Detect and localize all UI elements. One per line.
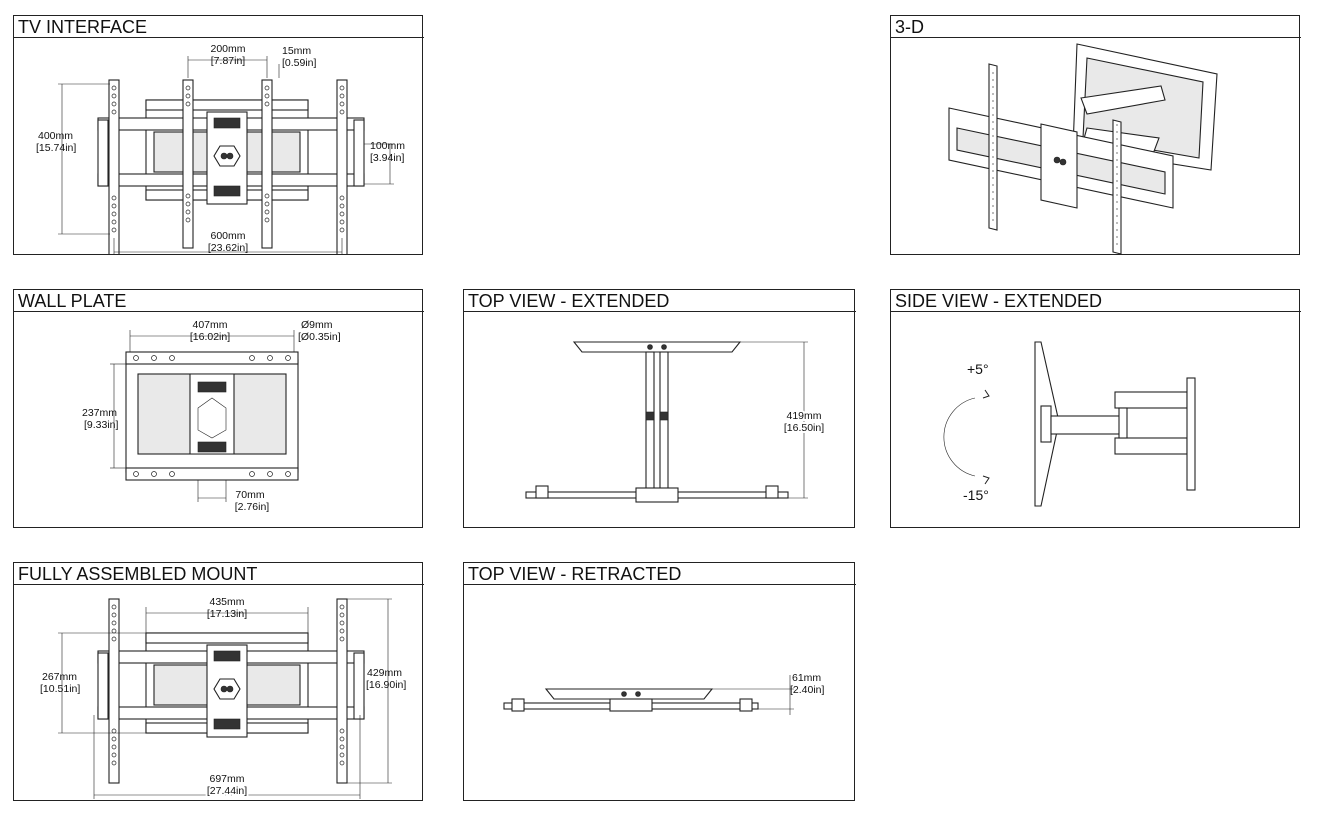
bracket-right	[765, 485, 779, 499]
panel-title: TV INTERFACE	[14, 16, 424, 38]
arm-side	[1050, 415, 1124, 435]
panel-title: TOP VIEW - RETRACTED	[464, 563, 856, 585]
dim-height-mm: 237mm	[82, 407, 117, 419]
dim-slot-in: [2.76in]	[235, 501, 270, 513]
tv-interface-drawing: 200mm [7.87in] 15mm [0.59in] 400mm [15.7…	[36, 43, 405, 254]
panel-side-view-extended: SIDE VIEW - EXTENDED +5° -15°	[890, 289, 1301, 528]
top-extended-drawing: 419mm [16.50in]	[525, 341, 826, 503]
panel-3d: 3-D	[890, 15, 1301, 255]
dim-hole-mm: Ø9mm	[301, 319, 333, 331]
panel-wall-plate: WALL PLATE 407mm [16.02in] Ø9mm [Ø0.35in…	[13, 289, 424, 528]
tilt-arc	[943, 397, 976, 477]
panel-top-view-extended: TOP VIEW - EXTENDED 419mm [16.50in]	[463, 289, 856, 528]
wall-plate-top-flange	[125, 351, 299, 365]
dim-width-in: [17.13in]	[207, 608, 247, 620]
hub	[609, 698, 653, 712]
dim-tall-mm: 429mm	[367, 667, 402, 679]
vertical-bracket	[336, 79, 348, 254]
vertical-bracket	[108, 598, 120, 784]
dim-total-in: [23.62in]	[208, 242, 248, 254]
hub-slot-bottom	[213, 185, 241, 197]
dim-depth-mm: 419mm	[786, 410, 821, 422]
panel-title: SIDE VIEW - EXTENDED	[891, 290, 1301, 312]
3d-center-hub	[1040, 123, 1078, 209]
dim-width-mm: 200mm	[210, 43, 245, 55]
panel-title: FULLY ASSEMBLED MOUNT	[14, 563, 424, 585]
vertical-bracket	[261, 79, 273, 249]
wall-plate-drawing: 407mm [16.02in] Ø9mm [Ø0.35in] 237mm [9.…	[82, 319, 341, 513]
wall-plate-top	[572, 341, 742, 353]
3d-drawing	[948, 43, 1218, 254]
arrow-up	[982, 389, 990, 399]
dim-width-in: [16.02in]	[190, 331, 230, 343]
dim-depth-in: [2.40in]	[790, 684, 825, 696]
dim-width-in: [7.87in]	[211, 55, 246, 67]
rail-end-left	[97, 119, 109, 187]
hub	[635, 487, 679, 503]
dim-depth-in: [16.50in]	[784, 422, 824, 434]
hub-bolt	[226, 152, 234, 160]
panel-title: WALL PLATE	[14, 290, 424, 312]
dim-tall-in: [16.90in]	[366, 679, 406, 691]
vertical-bracket	[182, 79, 194, 249]
slot-upper	[197, 381, 227, 393]
dim-gap-in: [0.59in]	[282, 57, 317, 69]
dim-height-in: [9.33in]	[84, 419, 119, 431]
dim-height-in: [15.74in]	[36, 142, 76, 154]
bracket-left	[535, 485, 549, 499]
vertical-bracket	[336, 598, 348, 784]
dimension-lines	[740, 341, 808, 499]
arm-left	[645, 351, 655, 495]
dim-total-mm: 600mm	[210, 230, 245, 242]
vertical-bracket	[108, 79, 120, 254]
fully-assembled-drawing: 435mm [17.13in] 267mm [10.51in] 429mm [1…	[40, 596, 406, 799]
dim-depth-mm: 61mm	[792, 672, 821, 684]
3d-arm-upper	[1080, 85, 1166, 115]
wall-plate-top	[544, 688, 714, 700]
panel-title: TOP VIEW - EXTENDED	[464, 290, 856, 312]
dim-slot-mm: 70mm	[235, 489, 264, 501]
hub-slot-top	[213, 117, 241, 129]
3d-bracket	[988, 63, 998, 231]
dim-total-in: [27.44in]	[207, 785, 247, 797]
side-extended-drawing: +5° -15°	[943, 341, 1196, 507]
panel-title: 3-D	[891, 16, 1301, 38]
slot-lower	[197, 441, 227, 453]
bracket-right	[739, 698, 753, 712]
tilt-joint	[1040, 405, 1052, 443]
dim-width-mm: 407mm	[192, 319, 227, 331]
dim-height-mm: 400mm	[38, 130, 73, 142]
panel-tv-interface: TV INTERFACE	[13, 15, 424, 255]
dim-width-mm: 435mm	[209, 596, 244, 608]
arrow-down	[982, 475, 990, 485]
dimension-lines	[58, 56, 394, 254]
top-retracted-drawing: 61mm [2.40in]	[503, 672, 825, 715]
upper-arm-block	[1114, 391, 1188, 409]
dim-vert-mm: 100mm	[370, 140, 405, 152]
wall-plate-spine	[189, 373, 235, 455]
panel-top-view-retracted: TOP VIEW - RETRACTED 61mm [2.40in]	[463, 562, 856, 801]
dimension-lines	[110, 330, 295, 502]
tilt-down-label: -15°	[963, 487, 989, 503]
rail-end-right	[353, 119, 365, 187]
dim-hole-in: [Ø0.35in]	[298, 331, 341, 343]
bracket-left	[511, 698, 525, 712]
mounting-holes	[133, 355, 291, 477]
tilt-up-label: +5°	[967, 361, 989, 377]
wall-plate-bottom-flange	[125, 467, 299, 481]
top-rail	[145, 99, 309, 111]
hub-bolt	[220, 152, 228, 160]
dim-height-mm: 267mm	[42, 671, 77, 683]
dimension-lines	[58, 598, 392, 799]
dim-height-in: [10.51in]	[40, 683, 80, 695]
dim-gap-mm: 15mm	[282, 45, 311, 57]
arm-right	[659, 351, 669, 495]
dim-vert-in: [3.94in]	[370, 152, 405, 164]
lower-arm-block	[1114, 437, 1188, 455]
wall-plate-side	[1186, 377, 1196, 491]
dim-total-mm: 697mm	[209, 773, 244, 785]
panel-fully-assembled: FULLY ASSEMBLED MOUNT	[13, 562, 424, 801]
dimension-lines	[712, 675, 794, 715]
